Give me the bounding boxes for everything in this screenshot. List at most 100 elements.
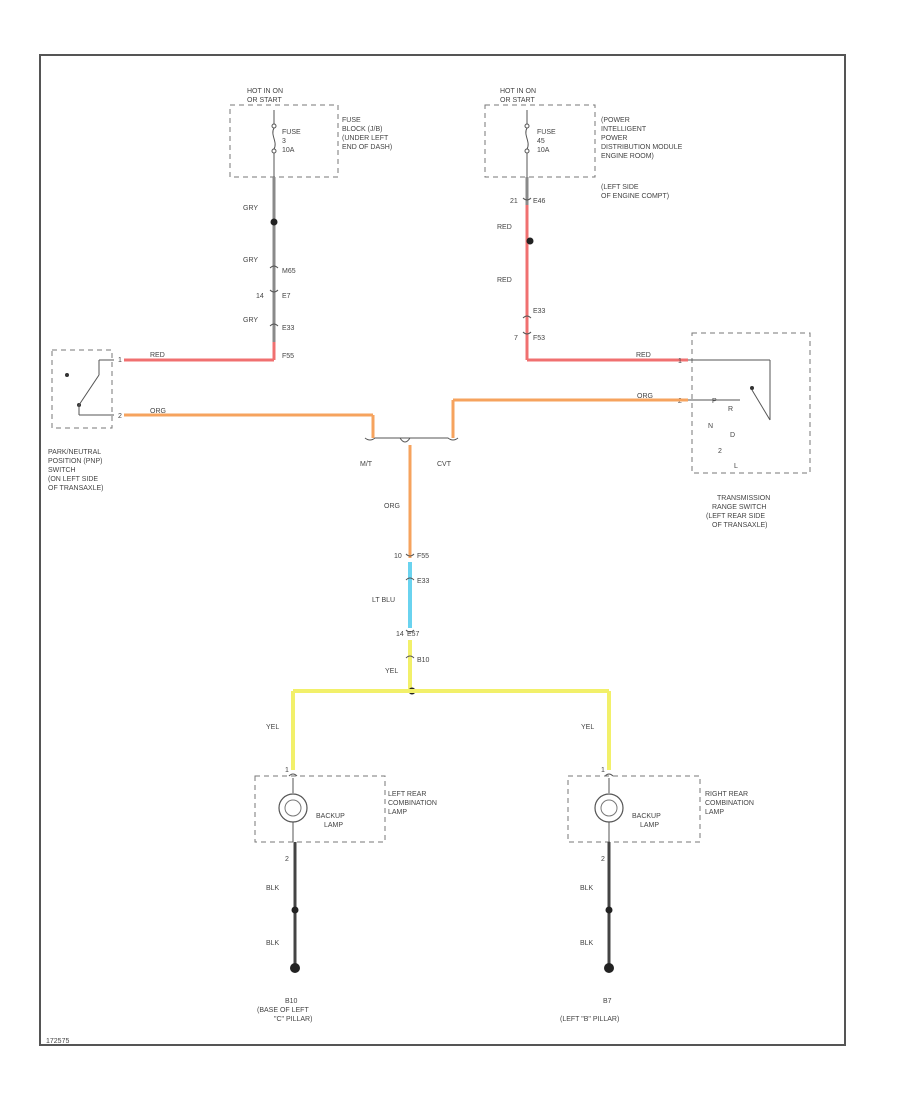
lamp-right-name-3: LAMP bbox=[705, 809, 724, 816]
fuse-left-fuse-label: FUSE bbox=[282, 129, 301, 136]
fuse-left-hot-line-1: HOT IN ON bbox=[247, 88, 283, 95]
center-pin-14: 14 bbox=[396, 631, 404, 638]
pnp-label-2: POSITION (PNP) bbox=[48, 458, 102, 465]
right-rear-combination-lamp: YEL 1 BACKUP LAMP RIGHT REAR COMBINATION… bbox=[560, 724, 754, 1023]
fuse-right-fuse-number: 45 bbox=[537, 138, 545, 145]
fuse-left-location-3: (UNDER LEFT bbox=[342, 135, 389, 142]
trs-letter-d: D bbox=[730, 432, 735, 439]
trs-letter-r: R bbox=[728, 406, 733, 413]
trs-pin-1: 1 bbox=[678, 358, 682, 365]
ground-left-1: B10 bbox=[285, 998, 298, 1005]
fuse-right-fuse-label: FUSE bbox=[537, 129, 556, 136]
lamp-left-blk-2: BLK bbox=[266, 940, 280, 947]
center-org-label: ORG bbox=[384, 503, 400, 510]
pnp-label-5: OF TRANSAXLE) bbox=[48, 485, 104, 492]
lamp-left-pin-1: 1 bbox=[285, 767, 289, 774]
trs-switch-box bbox=[691, 332, 811, 474]
center-pin-10: 10 bbox=[394, 553, 402, 560]
center-mt-label: M/T bbox=[360, 461, 373, 468]
trs-label-1: TRANSMISSION bbox=[717, 495, 770, 502]
lamp-right-name-1: RIGHT REAR bbox=[705, 791, 748, 798]
wire-left-org-label: ORG bbox=[150, 408, 166, 415]
lamp-left-yel: YEL bbox=[266, 724, 279, 731]
pnp-pin-1: 1 bbox=[118, 357, 122, 364]
fuse-right-hot-line-1: HOT IN ON bbox=[500, 88, 536, 95]
lamp-right-box bbox=[567, 775, 701, 843]
wire-left-red-label: RED bbox=[150, 352, 165, 359]
fuse-block-right: HOT IN ON OR START FUSE 45 10A (POWER IN… bbox=[484, 88, 683, 200]
diagram-code: 172575 bbox=[46, 1038, 69, 1045]
pnp-pin-2: 2 bbox=[118, 413, 122, 420]
transmission-range-switch: 1 2 P R N D 2 L TRANSMISSION RANGE SWITC… bbox=[678, 332, 811, 529]
fuse-right-location-2: INTELLIGENT bbox=[601, 126, 647, 133]
lamp-right-pin-1: 1 bbox=[601, 767, 605, 774]
trs-letter-n: N bbox=[708, 423, 713, 430]
wire-left-gry: GRY GRY M65 14 E7 GRY E33 F55 bbox=[243, 177, 296, 360]
trs-label-3: (LEFT REAR SIDE bbox=[706, 513, 765, 520]
fuse-left-fuse-rating: 10A bbox=[282, 147, 295, 154]
center-splice: M/T CVT ORG 10 F55 E33 LT BLU 14 E57 B10… bbox=[360, 437, 459, 695]
center-cvt-label: CVT bbox=[437, 461, 452, 468]
center-b10: B10 bbox=[417, 657, 430, 664]
lamp-right-blk-1: BLK bbox=[580, 885, 594, 892]
center-ltblu-label: LT BLU bbox=[372, 597, 395, 604]
wire-left-gry-label-2: GRY bbox=[243, 257, 258, 264]
ground-right-2: (LEFT "B" PILLAR) bbox=[560, 1016, 619, 1023]
lamp-left-lamp-1: BACKUP bbox=[316, 813, 345, 820]
fuse-right-fuse-rating: 10A bbox=[537, 147, 550, 154]
lamp-left-blk-1: BLK bbox=[266, 885, 280, 892]
fuse-right-location-7: OF ENGINE COMPT) bbox=[601, 193, 669, 200]
fuse-right-location-4: DISTRIBUTION MODULE bbox=[601, 144, 683, 151]
conn-left-f55: F55 bbox=[282, 353, 294, 360]
fuse-left-box bbox=[229, 104, 339, 178]
lamp-right-lamp-1: BACKUP bbox=[632, 813, 661, 820]
conn-left-e33: E33 bbox=[282, 325, 295, 332]
fuse-right-hot-line-2: OR START bbox=[500, 97, 535, 104]
conn-m65-label: M65 bbox=[282, 268, 296, 275]
trs-label-2: RANGE SWITCH bbox=[712, 504, 766, 511]
conn-right-pin-21: 21 bbox=[510, 198, 518, 205]
pnp-label-3: SWITCH bbox=[48, 467, 76, 474]
wire-left-gry-label-3: GRY bbox=[243, 317, 258, 324]
fuse-left-location-4: END OF DASH) bbox=[342, 144, 392, 151]
lamp-right-lamp-2: LAMP bbox=[640, 822, 659, 829]
lamp-right-yel: YEL bbox=[581, 724, 594, 731]
wire-right-red-label-2: RED bbox=[497, 277, 512, 284]
ground-b7-icon bbox=[604, 963, 614, 973]
lamp-left-lamp-2: LAMP bbox=[324, 822, 343, 829]
ground-left-3: "C" PILLAR) bbox=[274, 1016, 312, 1023]
center-e33: E33 bbox=[417, 578, 430, 585]
fuse-block-left: HOT IN ON OR START FUSE 3 10A FUSE BLOCK… bbox=[229, 88, 392, 178]
wire-left-red: RED bbox=[124, 342, 276, 362]
trs-label-4: OF TRANSAXLE) bbox=[712, 522, 768, 529]
wire-right-red: 21 E46 RED RED E33 7 F53 RED bbox=[497, 177, 688, 362]
conn-right-e33: E33 bbox=[533, 308, 546, 315]
lamp-left-name-3: LAMP bbox=[388, 809, 407, 816]
center-yel-label: YEL bbox=[385, 668, 398, 675]
wire-left-org: ORG bbox=[124, 408, 375, 438]
trs-letter-p: P bbox=[712, 398, 717, 405]
ground-right-1: B7 bbox=[603, 998, 612, 1005]
lamp-right-pin-2: 2 bbox=[601, 856, 605, 863]
conn-f53-label: F53 bbox=[533, 335, 545, 342]
conn-left-pin-14: 14 bbox=[256, 293, 264, 300]
wire-right-red-label-3: RED bbox=[636, 352, 651, 359]
lamp-left-bulb-icon bbox=[278, 793, 308, 823]
pnp-label-4: (ON LEFT SIDE bbox=[48, 476, 98, 483]
pnp-switch: 1 2 PARK/NEUTRAL POSITION (PNP) SWITCH (… bbox=[48, 349, 122, 492]
fuse-right-location-5: ENGINE ROOM) bbox=[601, 153, 654, 160]
fuse-right-box bbox=[484, 104, 596, 178]
conn-e46-label: E46 bbox=[533, 198, 546, 205]
fuse-right-location-3: POWER bbox=[601, 135, 627, 142]
fuse-left-location-1: FUSE bbox=[342, 117, 361, 124]
wire-right-org: ORG bbox=[451, 393, 688, 438]
lamp-left-name-2: COMBINATION bbox=[388, 800, 437, 807]
trs-letter-l: L bbox=[734, 463, 738, 470]
wire-right-red-label-1: RED bbox=[497, 224, 512, 231]
center-e57: E57 bbox=[407, 631, 420, 638]
pnp-switch-box bbox=[51, 349, 113, 429]
center-f55: F55 bbox=[417, 553, 429, 560]
fuse-left-hot-line-2: OR START bbox=[247, 97, 282, 104]
diagram-frame bbox=[39, 54, 846, 1046]
